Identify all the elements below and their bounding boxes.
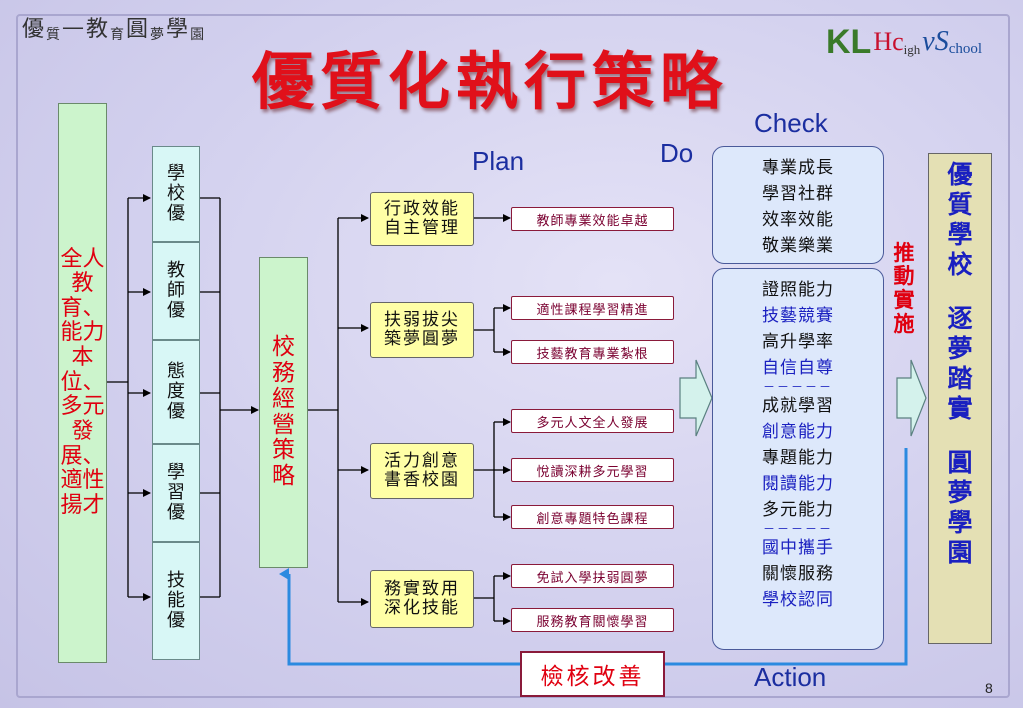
header-logo: 優質—教育圓夢學園: [22, 14, 207, 44]
page-number: 8: [985, 680, 993, 696]
check-item: 效率效能: [762, 210, 834, 230]
goal-line: 圓夢學園: [947, 448, 973, 567]
outcome-item: 閱讀能力: [762, 474, 834, 494]
outcome-item: 創意能力: [762, 422, 834, 442]
check-item: 敬業樂業: [762, 236, 834, 256]
program-service-learning: 服務教育關懷學習: [511, 608, 674, 632]
phase-check: Check: [754, 108, 828, 138]
goal-line: 逐夢踏實: [947, 304, 973, 423]
slide-frame: [16, 14, 1010, 698]
outcome-separator: －－－－－: [762, 522, 833, 536]
core-philosophy-box: 全人教育、能力本位、多元發展、適性揚才: [58, 103, 107, 663]
outcome-item: 多元能力: [762, 500, 834, 520]
outcome-item: 證照能力: [762, 280, 834, 300]
excellence-item-skills: 技能優: [152, 542, 200, 660]
phase-action: Action: [754, 662, 827, 692]
strategy-admin-efficiency: 行政效能自主管理: [370, 192, 474, 246]
program-teacher-professional: 教師專業效能卓越: [511, 207, 674, 231]
strategy-creative-campus: 活力創意書香校園: [370, 443, 474, 499]
outcome-item: 學校認同: [762, 590, 834, 610]
outcome-item: 技藝競賽: [762, 306, 834, 326]
excellence-item-learning: 學習優: [152, 444, 200, 542]
strategy-support-excellence: 扶弱拔尖築夢圓夢: [370, 302, 474, 358]
check-item: 學習社群: [762, 184, 834, 204]
excellence-item-teacher: 教師優: [152, 242, 200, 340]
program-exam-free-admission: 免試入學扶弱圓夢: [511, 564, 674, 588]
outcome-item: 關懷服務: [762, 564, 834, 584]
outcome-item: 國中攜手: [762, 538, 834, 558]
excellence-item-school: 學校優: [152, 146, 200, 242]
goal-line: 優質學校: [947, 160, 973, 279]
management-strategy-box: 校務經營策略: [259, 257, 308, 568]
outcome-item: 高升學率: [762, 332, 834, 352]
check-item: 專業成長: [762, 158, 834, 178]
phase-do: Do: [660, 138, 694, 168]
review-improve-box: 檢核改善: [520, 651, 665, 697]
program-creative-project: 創意專題特色課程: [511, 505, 674, 529]
strategy-practical-skills: 務實致用深化技能: [370, 570, 474, 628]
outcome-separator: －－－－－: [762, 380, 833, 394]
outcome-item: 專題能力: [762, 448, 834, 468]
program-humanities: 多元人文全人發展: [511, 409, 674, 433]
program-adaptive-curriculum: 適性課程學習精進: [511, 296, 674, 320]
core-philosophy-text: 全人教育、能力本位、多元發展、適性揚才: [60, 246, 105, 518]
check-box: 專業成長 學習社群 效率效能 敬業樂業: [712, 146, 884, 264]
outcome-item: 成就學習: [762, 396, 834, 416]
outcomes-box: 證照能力 技藝競賽 高升學率 自信自尊 －－－－－ 成就學習 創意能力 專題能力…: [712, 268, 884, 650]
implement-label: 推動實施: [893, 239, 915, 336]
phase-plan: Plan: [472, 146, 525, 176]
excellence-item-attitude: 態度優: [152, 340, 200, 444]
outcome-item: 自信自尊: [762, 358, 834, 378]
slide-title: 優質化執行策略: [251, 45, 728, 118]
goal-box: 優質學校 逐夢踏實 圓夢學園: [928, 153, 992, 644]
program-reading: 悅讀深耕多元學習: [511, 458, 674, 482]
program-vocational-roots: 技藝教育專業紮根: [511, 340, 674, 364]
